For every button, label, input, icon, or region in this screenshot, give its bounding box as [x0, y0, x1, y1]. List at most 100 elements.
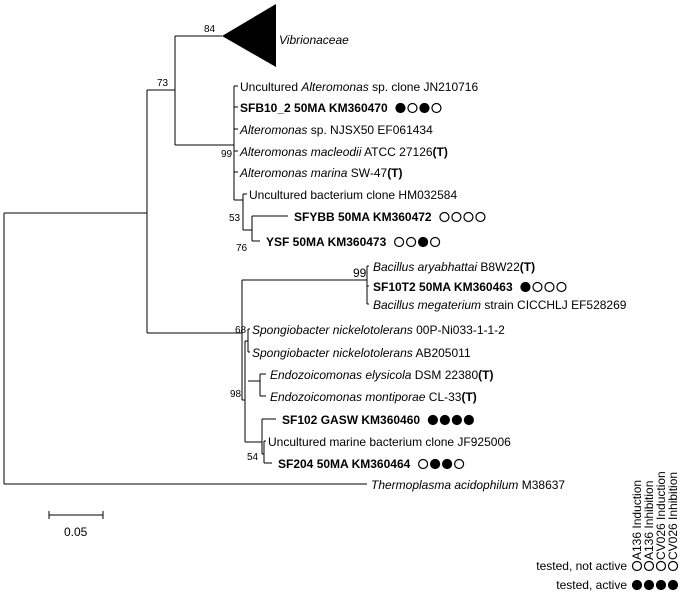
taxon-label-part: (T) [520, 260, 535, 274]
taxon-label-part: SF102 GASW KM360460 [282, 413, 420, 427]
assay-inactive-circle [631, 560, 643, 572]
taxon-label: Alteromonas macleodii ATCC 27126(T) [239, 145, 448, 159]
taxon-label-part: (T) [461, 390, 476, 404]
taxon-label: SF204 50MA KM360464 [278, 457, 411, 471]
assay-inactive-circle [431, 102, 442, 114]
bootstrap-value: 84 [204, 24, 216, 35]
taxon-label-part: DSM 22380 [411, 368, 478, 382]
taxon-label: Bacillus aryabhattai B8W22(T) [373, 260, 535, 274]
taxon-label-part: Alteromonas [300, 80, 368, 94]
legend-row-label: tested, active [556, 578, 627, 592]
taxon-label-part: CL-33 [425, 390, 461, 404]
assay-active-circle [463, 414, 474, 426]
assay-inactive-circle [451, 211, 462, 223]
assay-inactive-circle [430, 236, 441, 248]
assay-active-circle [430, 458, 441, 470]
taxon-label-part: SF204 50MA KM360464 [278, 457, 411, 471]
assay-legend: A136 Induction A136 Inhibition CV026 Ind… [536, 471, 680, 592]
assay-inactive-circle [454, 458, 465, 470]
taxon-label-part: Endozoicomonas montiporae [270, 390, 426, 404]
taxon-label-part: 00P-Ni033-1-1-2 [413, 323, 505, 337]
legend-column-header: A136 Induction [630, 480, 644, 560]
taxon-label-part: SFB10_2 50MA KM360470 [240, 101, 388, 115]
assay-inactive-circle [655, 560, 667, 572]
taxon-label-part: ATCC 27126 [361, 145, 432, 159]
taxon-label-part: AB205011 [413, 346, 471, 360]
legend-column-header: A136 Inhibition [642, 481, 656, 560]
assay-active-circle [655, 579, 667, 591]
taxon-label: Uncultured Alteromonas sp. clone JN21071… [240, 80, 478, 94]
assay-inactive-circle [463, 211, 474, 223]
assay-active-circle [419, 102, 430, 114]
assay-active-circle [643, 579, 655, 591]
assay-inactive-circle [667, 560, 679, 572]
assay-active-circle [451, 414, 462, 426]
assay-active-circle [418, 236, 429, 248]
taxon-label: YSF 50MA KM360473 [266, 235, 387, 249]
taxon-label: Uncultured marine bacterium clone JF9250… [268, 435, 511, 449]
taxon-label-part: Uncultured [240, 80, 301, 94]
legend-circles [631, 560, 679, 591]
assay-active-circle [395, 102, 406, 114]
taxon-label: Bacillus megaterium strain CICCHLJ EF528… [373, 298, 627, 312]
assay-inactive-circle [406, 236, 417, 248]
bootstrap-value: 68 [235, 325, 247, 336]
taxon-label-part: Uncultured marine bacterium clone JF9250… [268, 435, 511, 449]
legend-column-header: CV026 Inhibition [666, 472, 680, 560]
assay-inactive-circle [643, 560, 655, 572]
clade-label: Vibrionaceae [279, 33, 349, 47]
tree-branches [3, 35, 369, 519]
taxon-label-part: Alteromonas [239, 123, 307, 137]
assay-active-circle [667, 579, 679, 591]
assay-inactive-circle [475, 211, 486, 223]
bootstrap-value: 98 [230, 389, 242, 400]
taxon-label-part: strain CICCHLJ EF528269 [481, 298, 627, 312]
bootstrap-value: 76 [236, 243, 248, 254]
assay-inactive-circle [544, 281, 555, 293]
legend-column-header: CV026 Induction [654, 471, 668, 560]
taxon-label-part: (T) [478, 368, 493, 382]
bootstrap-value: 73 [157, 78, 169, 89]
taxon-label-part: sp. NJSX50 EF061434 [307, 123, 433, 137]
legend-row-label: tested, not active [536, 559, 627, 573]
vibrionaceae-clade-triangle [222, 4, 276, 67]
taxon-label-part: SW-47 [347, 166, 387, 180]
taxon-label-part: Uncultured bacterium clone HM032584 [249, 188, 457, 202]
assay-active-circle [520, 281, 531, 293]
taxon-label-part: SF10T2 50MA KM360463 [373, 280, 513, 294]
taxon-label: SFYBB 50MA KM360472 [294, 210, 432, 224]
taxon-label-part: M38637 [518, 478, 565, 492]
taxon-label-part: Alteromonas marina [239, 166, 348, 180]
bootstrap-value: 99 [353, 266, 367, 280]
taxon-label-part: Thermoplasma acidophilum [371, 478, 518, 492]
taxon-label: Spongiobacter nickelotolerans 00P-Ni033-… [252, 323, 505, 337]
taxon-label-part: Spongiobacter nickelotolerans [252, 323, 413, 337]
taxon-label-part: Bacillus megaterium [373, 298, 481, 312]
assay-active-circle [439, 414, 450, 426]
taxon-label-part: (T) [387, 166, 402, 180]
assay-inactive-circle [407, 102, 418, 114]
taxon-label-part: sp. clone JN210716 [369, 80, 479, 94]
assay-inactive-circle [394, 236, 405, 248]
taxon-label: Endozoicomonas montiporae CL-33(T) [270, 390, 477, 404]
assay-active-circle [631, 579, 643, 591]
taxon-label-part: Spongiobacter nickelotolerans [252, 346, 413, 360]
assay-inactive-circle [556, 281, 567, 293]
assay-results [394, 102, 567, 470]
assay-active-circle [442, 458, 453, 470]
taxon-label-part: Endozoicomonas elysicola [270, 368, 412, 382]
taxon-label: SFB10_2 50MA KM360470 [240, 101, 388, 115]
taxon-label: Endozoicomonas elysicola DSM 22380(T) [270, 368, 493, 382]
taxon-label: Spongiobacter nickelotolerans AB205011 [252, 346, 471, 360]
scale-bar-label: 0.05 [64, 525, 88, 539]
taxon-label-part: SFYBB 50MA KM360472 [294, 210, 432, 224]
taxon-label: SF102 GASW KM360460 [282, 413, 420, 427]
taxon-label: Alteromonas sp. NJSX50 EF061434 [239, 123, 433, 137]
assay-inactive-circle [418, 458, 429, 470]
taxon-label-part: YSF 50MA KM360473 [266, 235, 387, 249]
assay-inactive-circle [439, 211, 450, 223]
taxon-label: Thermoplasma acidophilum M38637 [371, 478, 565, 492]
taxon-label: Uncultured bacterium clone HM032584 [249, 188, 457, 202]
taxon-label: Alteromonas marina SW-47(T) [239, 166, 403, 180]
